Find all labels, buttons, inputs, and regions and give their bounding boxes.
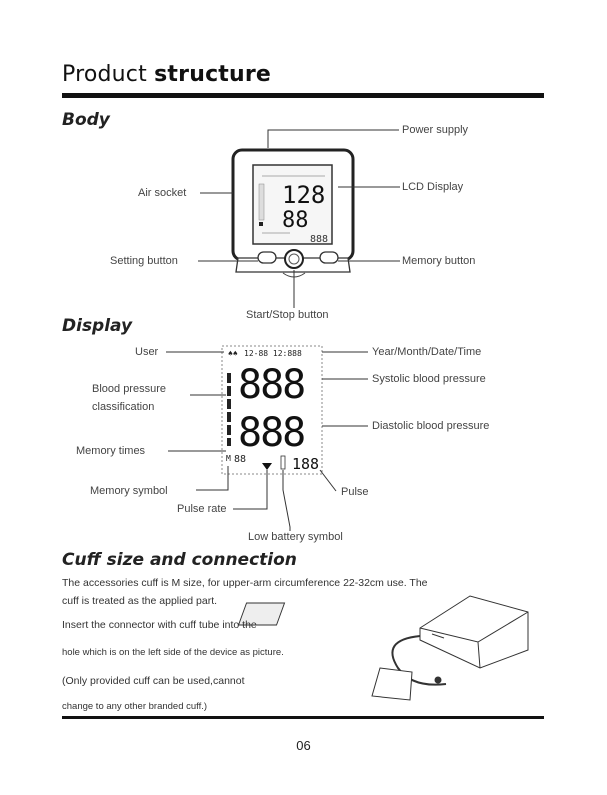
label-power-supply: Power supply (402, 124, 469, 136)
lcd-top-digits: 12-88 12:888 (244, 349, 302, 358)
lcd-illustration: ♠♠ 12-88 12:888 888 888 M 88 188 (221, 345, 323, 475)
label-memory-button: Memory button (402, 255, 476, 267)
label-lcd-display: LCD Display (402, 181, 464, 193)
cuff-text-line-5: (Only provided cuff can be used,cannot (62, 675, 245, 687)
label-bp-classification-2: classification (92, 401, 155, 413)
cuff-text-line-2: cuff is treated as the applied part. (62, 595, 218, 607)
label-systolic: Systolic blood pressure (372, 373, 486, 385)
page-number: 06 (296, 738, 311, 753)
label-setting-button: Setting button (110, 255, 178, 267)
label-pulse: Pulse (341, 486, 369, 498)
label-memory-times: Memory times (76, 445, 146, 457)
label-start-stop-button: Start/Stop button (246, 309, 329, 321)
page-title: Product structure (62, 62, 271, 87)
cuff-text-line-1: The accessories cuff is M size, for uppe… (62, 577, 428, 589)
cuff-device-illustration (237, 595, 529, 701)
cuff-text-line-4: hole which is on the left side of the de… (62, 647, 284, 658)
memory-button-shape (319, 251, 339, 264)
display-heading: Display (62, 316, 133, 336)
svg-text:M: M (226, 454, 231, 463)
setting-button-shape (257, 251, 277, 264)
lcd-low-battery (280, 455, 286, 470)
cuff-text-line-3: Insert the connector with cuff tube into… (62, 619, 257, 631)
label-air-socket: Air socket (138, 187, 187, 199)
lcd-memory-digits: 88 (234, 454, 246, 465)
device-illustration: 128 88 888 (231, 148, 355, 278)
lcd-pulse-digits: 188 (292, 455, 319, 473)
label-year-month-date-time: Year/Month/Date/Time (372, 346, 482, 358)
lcd-diastolic-digits: 888 (238, 410, 304, 456)
title-rule (62, 93, 544, 98)
device-diastolic-reading: 88 (282, 208, 309, 233)
bottom-rule (62, 716, 544, 719)
device-systolic-reading: 128 (282, 181, 325, 209)
label-low-battery: Low battery symbol (248, 531, 343, 543)
label-pulse-rate: Pulse rate (177, 503, 227, 515)
label-diastolic: Diastolic blood pressure (372, 420, 490, 432)
title-part-2: structure (154, 62, 272, 87)
leader-power (267, 129, 399, 148)
lcd-memory-symbol (262, 463, 272, 470)
label-bp-classification-1: Blood pressure (92, 383, 166, 395)
label-memory-symbol: Memory symbol (90, 485, 168, 497)
body-heading: Body (62, 110, 110, 130)
cuff-heading: Cuff size and connection (62, 550, 297, 570)
cuff-text-line-6: change to any other branded cuff.) (62, 701, 208, 712)
svg-text:♠♠: ♠♠ (228, 349, 238, 358)
label-user: User (135, 346, 159, 358)
title-part-1: Product (62, 62, 147, 87)
svg-text:888: 888 (310, 234, 328, 245)
lcd-systolic-digits: 888 (238, 362, 304, 408)
start-stop-button-shape (284, 249, 304, 269)
